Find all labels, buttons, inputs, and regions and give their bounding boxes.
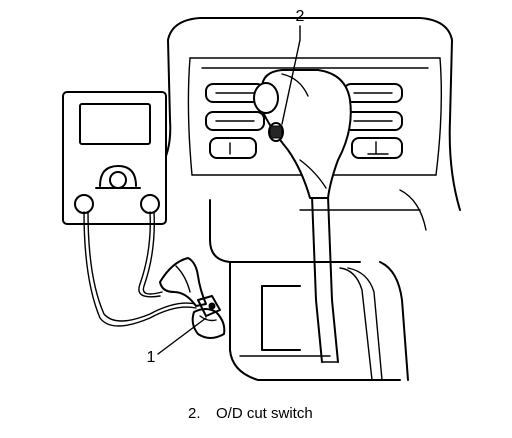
test-lead-clip bbox=[197, 295, 221, 317]
test-leads bbox=[83, 211, 226, 339]
callout-1: 1 bbox=[147, 317, 207, 366]
shift-lever bbox=[261, 69, 352, 363]
callout-2: 2 bbox=[281, 8, 305, 125]
center-console bbox=[209, 189, 427, 381]
caption: 2. O/D cut switch bbox=[188, 405, 313, 422]
right-vent-bank bbox=[343, 83, 403, 159]
right-probe-jack bbox=[140, 194, 160, 214]
caption-number: 2. bbox=[188, 405, 201, 422]
od-cut-switch bbox=[253, 82, 284, 142]
callout-1-number: 1 bbox=[147, 349, 156, 366]
callout-2-number: 2 bbox=[296, 8, 305, 25]
dashboard-panel bbox=[159, 17, 461, 211]
caption-text: O/D cut switch bbox=[216, 405, 313, 422]
left-probe-jack bbox=[74, 194, 94, 214]
multimeter bbox=[62, 91, 167, 225]
